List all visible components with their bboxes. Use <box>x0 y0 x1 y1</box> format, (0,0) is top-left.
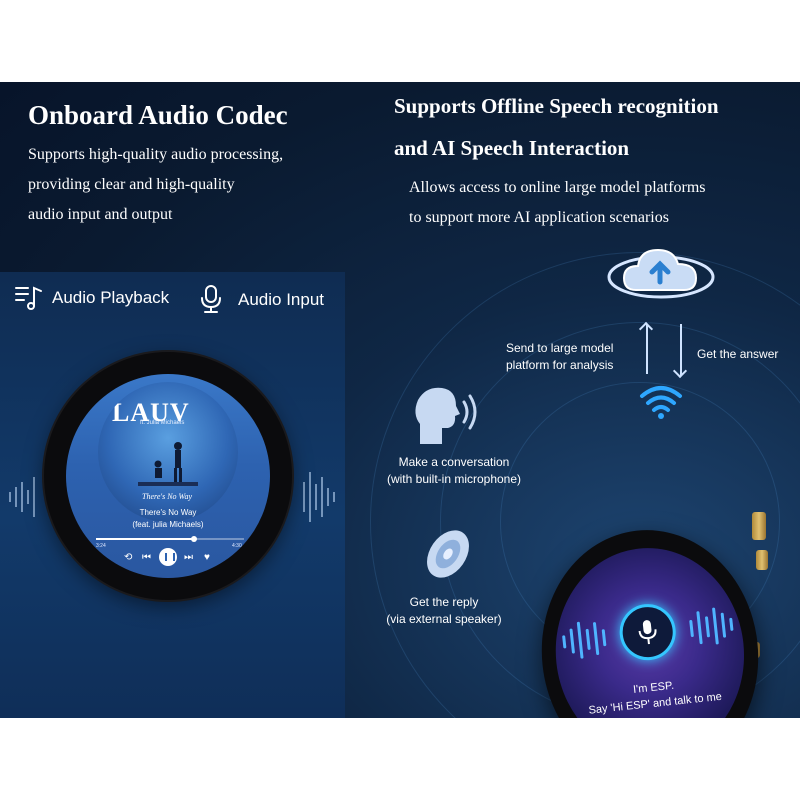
send-label: Send to large model platform for analysi… <box>506 341 614 372</box>
left-text-line: audio input and output <box>28 206 173 223</box>
answer-label: Get the answer <box>697 347 779 361</box>
right-heading-line1: Supports Offline Speech recognition <box>394 94 719 118</box>
upload-arrow <box>646 324 648 374</box>
next-icon[interactable]: ⏭ <box>184 552 193 563</box>
voice-wave <box>562 607 734 659</box>
cover-figures <box>138 442 198 486</box>
cover-featuring: ft. Julia Michaels <box>140 420 185 426</box>
microphone-icon <box>638 620 657 645</box>
audio-playback-label: Audio Playback <box>52 288 170 307</box>
microphone-icon <box>201 285 221 313</box>
connector <box>756 550 768 570</box>
sound-wave <box>9 472 335 522</box>
time-total: 4:30 <box>232 543 242 549</box>
pause-button[interactable] <box>159 548 177 566</box>
left-heading: Onboard Audio Codec <box>28 100 288 130</box>
song-subtitle: (feat. julia Michaels) <box>132 520 204 529</box>
conversation-label: Make a conversation (with built-in micro… <box>386 455 522 486</box>
download-arrow <box>680 324 682 376</box>
album-cover: LAUV ft. Julia Michaels There's No Way <box>98 382 238 522</box>
mic-button[interactable] <box>616 601 679 663</box>
heart-icon[interactable]: ♥ <box>204 552 210 563</box>
cover-title: There's No Way <box>142 492 193 501</box>
music-player-screen: LAUV ft. Julia Michaels There's No Way T… <box>66 374 270 578</box>
music-list-icon <box>15 286 42 310</box>
progress-fill <box>96 538 194 540</box>
wifi-icon <box>640 386 682 419</box>
repeat-icon[interactable]: ⟲ <box>124 552 133 563</box>
reply-label: Get the reply (via external speaker) <box>386 595 502 626</box>
previous-icon[interactable]: ⏮ <box>142 552 151 563</box>
cloud-upload-icon <box>607 248 715 299</box>
round-display-right: I'm ESP. Say 'Hi ESP' and talk to me <box>529 519 771 718</box>
right-text-line: Allows access to online large model plat… <box>409 179 706 196</box>
time-elapsed: 3:24 <box>96 543 106 549</box>
right-heading-line2: and AI Speech Interaction <box>394 136 630 160</box>
song-title: There's No Way <box>139 508 197 517</box>
audio-input-label: Audio Input <box>238 290 325 309</box>
cover-artist: LAUV <box>112 398 190 427</box>
speaking-head-icon <box>415 387 477 444</box>
left-text-line: providing clear and high-quality <box>28 176 235 193</box>
progress-bar[interactable] <box>96 536 244 542</box>
connector <box>752 512 766 540</box>
left-text-line: Supports high-quality audio processing, <box>28 146 284 163</box>
banner: Onboard Audio Codec Supports high-qualit… <box>0 82 800 718</box>
right-text-line: to support more AI application scenarios <box>409 209 669 226</box>
progress-knob[interactable] <box>190 536 197 542</box>
voice-assistant-screen: I'm ESP. Say 'Hi ESP' and talk to me <box>545 538 755 718</box>
speaker-icon <box>427 530 469 578</box>
round-display-left: LAUV ft. Julia Michaels There's No Way T… <box>44 352 292 600</box>
